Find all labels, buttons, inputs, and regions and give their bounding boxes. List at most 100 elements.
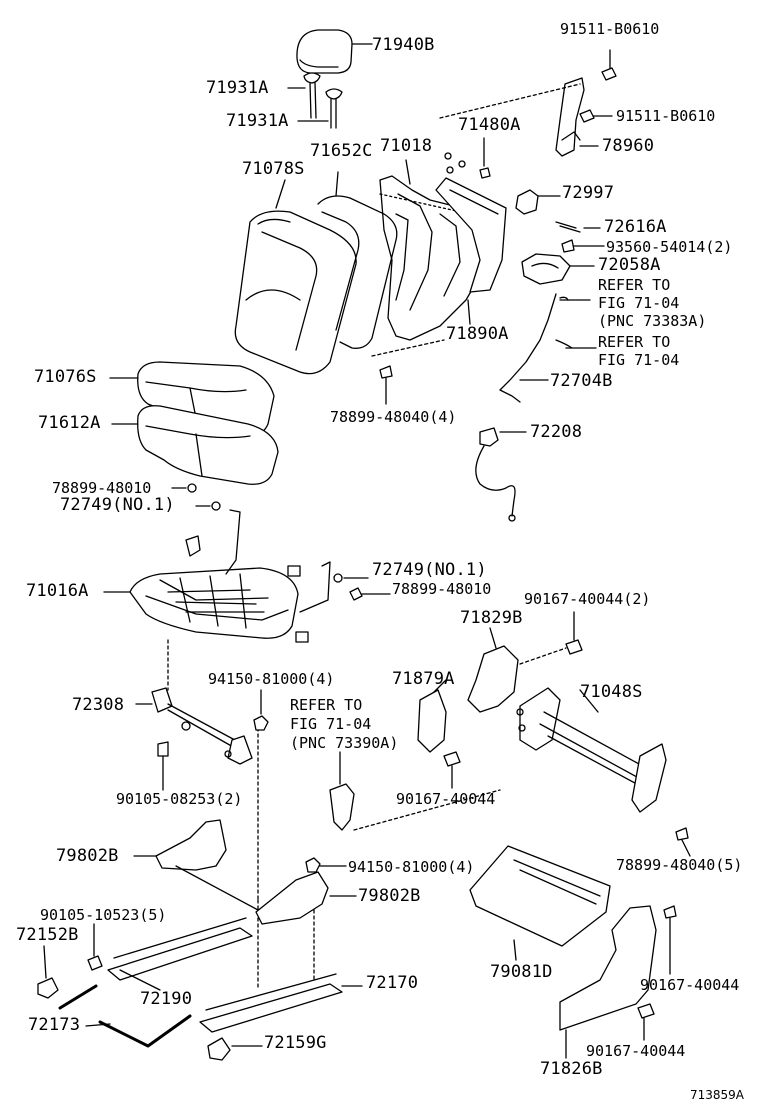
seatback-cover-71078s [234, 179, 357, 375]
bolt-91511-top [601, 49, 617, 81]
label-ref1-line2: FIG 71-04 [598, 294, 680, 312]
label-72152b: 72152B [16, 925, 79, 945]
release-lever-72308 [135, 687, 253, 765]
figure-id: 713859A [690, 1088, 745, 1102]
label-71018: 71018 [380, 136, 433, 156]
label-90167-40044-2: 90167-40044(2) [524, 590, 651, 608]
label-94150-81000-bottom: 94150-81000(4) [348, 858, 475, 876]
label-71829b: 71829B [460, 608, 523, 628]
spring-72616a [555, 221, 601, 233]
label-ref2-line1: REFER TO [598, 333, 671, 351]
bolt-90167-side-b [637, 1003, 655, 1041]
label-72997: 72997 [562, 183, 615, 203]
label-90167-40044-side-a: 90167-40044 [640, 976, 740, 994]
label-78899-48040-5: 78899-48040(5) [616, 856, 743, 874]
tray-79081d [469, 845, 611, 961]
clip-78899-48010-left [171, 483, 197, 493]
side-cover-71826b [559, 905, 657, 1059]
seatback-board-71890a [435, 177, 507, 325]
label-79802b-right: 79802B [358, 886, 421, 906]
label-93560-54014: 93560-54014(2) [606, 238, 733, 256]
label-71048s: 71048S [580, 682, 643, 702]
seatback-frame-71018 [379, 159, 491, 341]
label-72058a: 72058A [598, 255, 661, 275]
clip-72749-left [195, 501, 221, 511]
label-94150-81000-top: 94150-81000(4) [208, 670, 335, 688]
label-79081d: 79081D [490, 962, 553, 982]
screw-93560 [561, 239, 605, 253]
label-90105-10523: 90105-10523(5) [40, 906, 167, 924]
label-78899-48040-4: 78899-48040(4) [330, 408, 457, 426]
label-72159g: 72159G [264, 1033, 327, 1053]
seatback-pad-71652c [317, 171, 398, 349]
belt-anchor-73390a [329, 751, 501, 831]
cover-72159g [207, 1037, 263, 1061]
clip-78899-48010-right [349, 587, 391, 601]
label-71480a: 71480A [458, 115, 521, 135]
label-78899-48010-left: 78899-48010 [52, 479, 152, 497]
label-71879a: 71879A [392, 669, 455, 689]
cover-71879a [417, 679, 447, 753]
screw-78899-48040-right [675, 827, 691, 857]
label-71612a: 71612A [38, 413, 101, 433]
nut-94150-top [253, 689, 269, 731]
bolt-91511-mid [579, 109, 613, 123]
label-ref3-line1: REFER TO [290, 696, 363, 714]
label-ref1-line3: (PNC 73383A) [598, 312, 707, 330]
label-71940b: 71940B [372, 35, 435, 55]
hinge-frame-71048s [516, 687, 667, 813]
label-72173: 72173 [28, 1015, 81, 1035]
label-72190: 72190 [140, 989, 193, 1009]
track-adjuster-79802b-left [133, 819, 259, 911]
label-ref2-line2: FIG 71-04 [598, 351, 680, 369]
label-72170: 72170 [366, 973, 419, 993]
label-79802b-left: 79802B [56, 846, 119, 866]
label-ref3-line2: FIG 71-04 [290, 715, 372, 733]
label-91511-b0610-top: 91511-B0610 [560, 20, 660, 38]
headrest-shape [296, 29, 373, 74]
rail-72170 [199, 973, 363, 1033]
seat-frame-71016a [103, 509, 331, 643]
cable-72208 [475, 427, 527, 522]
label-78899-48010-right: 78899-48010 [392, 580, 492, 598]
label-71826b: 71826B [540, 1059, 603, 1079]
cushion-pad-71612a [111, 405, 279, 485]
nut-94150-bottom [305, 857, 347, 873]
bolt-90167-mid [443, 751, 461, 789]
cover-72152b [37, 945, 59, 999]
label-72308: 72308 [72, 695, 125, 715]
label-72616a: 72616A [604, 217, 667, 237]
clip-72749-right [333, 573, 369, 583]
screw-set-71480a [444, 137, 491, 179]
label-72749-right: 72749(NO.1) [372, 560, 487, 580]
label-72749-left: 72749(NO.1) [60, 495, 175, 515]
track-adjuster-79802b-right [255, 871, 357, 925]
label-90105-08253: 90105-08253(2) [116, 790, 243, 808]
rail-72190 [107, 917, 253, 991]
label-71076s: 71076S [34, 367, 97, 387]
label-ref3-line3: (PNC 73390A) [290, 734, 399, 752]
label-71931a-a: 71931A [206, 78, 269, 98]
label-71931a-b: 71931A [226, 111, 289, 131]
cover-72058a [521, 253, 595, 285]
bracket-78960 [555, 77, 599, 157]
label-71016a: 71016A [26, 581, 89, 601]
label-72208: 72208 [530, 422, 583, 442]
headrest-stay-b [297, 88, 343, 129]
knob-72997 [515, 189, 561, 215]
label-78960: 78960 [602, 136, 655, 156]
screw-78899-48040-top [379, 365, 393, 405]
bolt-90167-side-a [663, 905, 677, 975]
label-ref1-line1: REFER TO [598, 276, 671, 294]
label-91511-b0610-mid: 91511-B0610 [616, 107, 716, 125]
label-71890a: 71890A [446, 324, 509, 344]
bolt-90167-top [519, 611, 583, 665]
label-72704b: 72704B [550, 371, 613, 391]
rod-72173 [58, 984, 192, 1048]
headrest-stay-a [287, 72, 321, 119]
bolt-90105-08253 [157, 741, 169, 791]
cover-71829b [467, 627, 519, 713]
label-71652c: 71652C [310, 141, 373, 161]
